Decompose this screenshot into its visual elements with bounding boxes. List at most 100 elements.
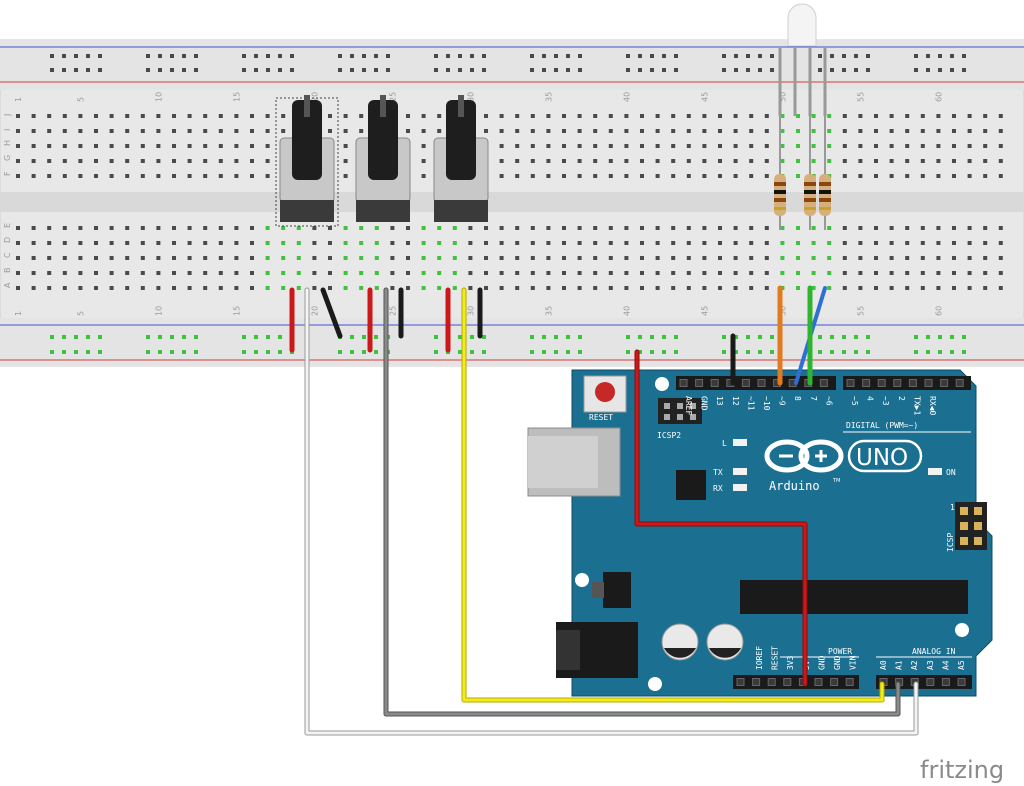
breadboard-hole[interactable]	[811, 286, 816, 290]
breadboard-hole[interactable]	[998, 129, 1003, 133]
rail-hole[interactable]	[638, 68, 642, 72]
breadboard-hole[interactable]	[967, 271, 972, 275]
breadboard-hole[interactable]	[608, 241, 613, 245]
rail-hole[interactable]	[818, 54, 822, 58]
breadboard-hole[interactable]	[905, 286, 910, 290]
rail-hole[interactable]	[434, 350, 438, 354]
rail-hole[interactable]	[182, 68, 186, 72]
rail-hole[interactable]	[830, 350, 834, 354]
breadboard-hole[interactable]	[655, 256, 660, 260]
breadboard-hole[interactable]	[203, 129, 208, 133]
breadboard-hole[interactable]	[390, 241, 395, 245]
breadboard-hole[interactable]	[593, 241, 598, 245]
breadboard-hole[interactable]	[452, 241, 457, 245]
breadboard-hole[interactable]	[343, 114, 348, 118]
breadboard-hole[interactable]	[374, 271, 379, 275]
breadboard-hole[interactable]	[234, 114, 239, 118]
breadboard-hole[interactable]	[62, 159, 67, 163]
rail-hole[interactable]	[866, 335, 870, 339]
breadboard-hole[interactable]	[156, 271, 161, 275]
breadboard-hole[interactable]	[62, 241, 67, 245]
breadboard-hole[interactable]	[718, 286, 722, 290]
breadboard-hole[interactable]	[125, 256, 130, 260]
rail-hole[interactable]	[482, 350, 486, 354]
breadboard-hole[interactable]	[530, 226, 535, 230]
breadboard-hole[interactable]	[94, 129, 98, 133]
breadboard-hole[interactable]	[686, 114, 691, 118]
breadboard-hole[interactable]	[109, 114, 114, 118]
breadboard-hole[interactable]	[562, 271, 566, 275]
breadboard-hole[interactable]	[858, 144, 863, 148]
breadboard-hole[interactable]	[952, 174, 956, 178]
breadboard-hole[interactable]	[858, 286, 863, 290]
breadboard-hole[interactable]	[421, 271, 426, 275]
rail-hole[interactable]	[746, 350, 750, 354]
breadboard-hole[interactable]	[702, 174, 707, 178]
breadboard-hole[interactable]	[671, 286, 676, 290]
rail-hole[interactable]	[626, 335, 630, 339]
breadboard-hole[interactable]	[749, 271, 754, 275]
breadboard-hole[interactable]	[796, 226, 800, 230]
breadboard-hole[interactable]	[796, 129, 800, 133]
breadboard-hole[interactable]	[109, 256, 114, 260]
breadboard-hole[interactable]	[655, 144, 660, 148]
breadboard-hole[interactable]	[125, 271, 130, 275]
breadboard-hole[interactable]	[109, 241, 114, 245]
breadboard-hole[interactable]	[31, 159, 36, 163]
breadboard-hole[interactable]	[281, 241, 286, 245]
breadboard-hole[interactable]	[998, 114, 1003, 118]
breadboard-hole[interactable]	[811, 256, 816, 260]
breadboard-hole[interactable]	[437, 241, 442, 245]
rail-hole[interactable]	[74, 68, 78, 72]
breadboard-hole[interactable]	[406, 256, 410, 260]
rail-hole[interactable]	[962, 68, 966, 72]
rail-hole[interactable]	[74, 335, 78, 339]
rail-hole[interactable]	[626, 350, 630, 354]
breadboard-hole[interactable]	[967, 129, 972, 133]
breadboard-hole[interactable]	[749, 226, 754, 230]
rail-hole[interactable]	[374, 335, 378, 339]
rail-hole[interactable]	[86, 68, 90, 72]
breadboard-hole[interactable]	[733, 174, 738, 178]
breadboard-hole[interactable]	[218, 159, 223, 163]
breadboard-hole[interactable]	[421, 226, 426, 230]
breadboard-hole[interactable]	[983, 174, 988, 178]
header-pin[interactable]	[814, 678, 823, 686]
breadboard-hole[interactable]	[250, 159, 254, 163]
breadboard-hole[interactable]	[343, 174, 348, 178]
breadboard-hole[interactable]	[827, 256, 832, 260]
breadboard-hole[interactable]	[16, 114, 20, 118]
rail-hole[interactable]	[170, 350, 174, 354]
breadboard-hole[interactable]	[718, 144, 722, 148]
breadboard-hole[interactable]	[811, 129, 816, 133]
breadboard-hole[interactable]	[484, 129, 488, 133]
breadboard-hole[interactable]	[874, 159, 878, 163]
breadboard-hole[interactable]	[250, 114, 254, 118]
rail-hole[interactable]	[50, 335, 54, 339]
breadboard-hole[interactable]	[218, 129, 223, 133]
rail-hole[interactable]	[182, 350, 186, 354]
breadboard-hole[interactable]	[608, 226, 613, 230]
breadboard-hole[interactable]	[858, 174, 863, 178]
header-pin[interactable]	[862, 379, 871, 387]
rail-hole[interactable]	[194, 335, 198, 339]
breadboard-hole[interactable]	[640, 271, 644, 275]
breadboard-hole[interactable]	[718, 241, 722, 245]
breadboard-hole[interactable]	[78, 174, 83, 178]
breadboard-hole[interactable]	[125, 174, 130, 178]
breadboard-hole[interactable]	[608, 144, 613, 148]
breadboard-hole[interactable]	[125, 114, 130, 118]
rail-hole[interactable]	[566, 335, 570, 339]
breadboard-hole[interactable]	[234, 144, 239, 148]
rail-hole[interactable]	[758, 54, 762, 58]
breadboard-hole[interactable]	[749, 114, 754, 118]
breadboard-hole[interactable]	[889, 159, 894, 163]
breadboard-hole[interactable]	[905, 271, 910, 275]
breadboard-hole[interactable]	[967, 174, 972, 178]
breadboard-hole[interactable]	[47, 159, 52, 163]
breadboard-hole[interactable]	[78, 114, 83, 118]
breadboard-hole[interactable]	[936, 144, 941, 148]
breadboard-hole[interactable]	[530, 271, 535, 275]
rail-hole[interactable]	[758, 335, 762, 339]
breadboard-hole[interactable]	[749, 159, 754, 163]
